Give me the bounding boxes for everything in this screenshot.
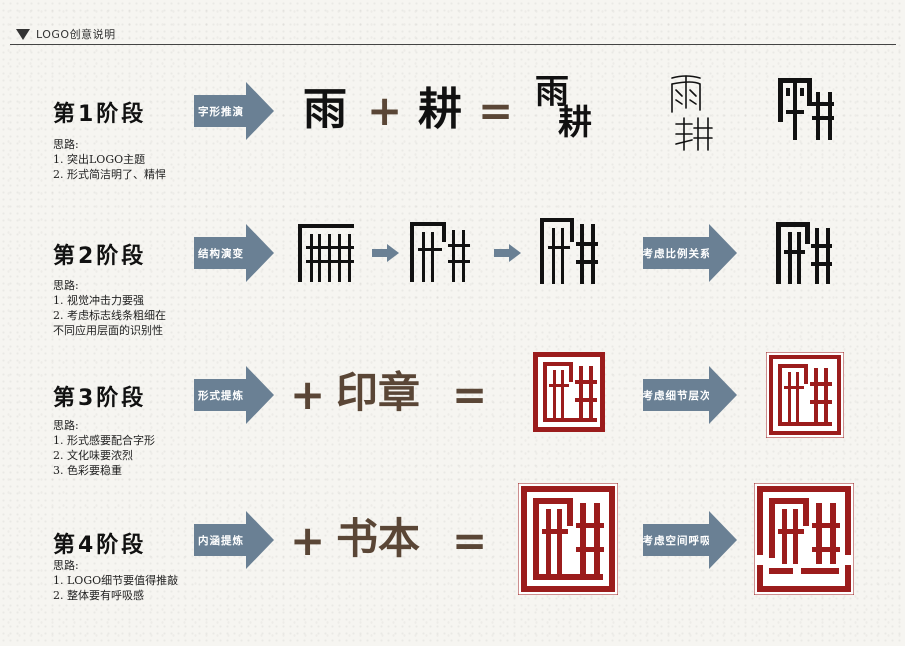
- header-divider: [10, 44, 896, 45]
- section-title: LOGO创意说明: [36, 28, 116, 41]
- calligraphy-logo: [666, 72, 718, 152]
- arrow-right-icon: [246, 511, 274, 569]
- stage-title: 第3阶段: [53, 386, 147, 411]
- char-rain: 雨: [303, 84, 347, 135]
- arrow-right-icon: [246, 224, 274, 282]
- stage-notes: 思路: 1. 突出LOGO主题 2. 形式简洁明了、精悍: [53, 138, 166, 181]
- stage-title: 第2阶段: [53, 244, 147, 269]
- seal-final-logo: [754, 483, 854, 595]
- equals-operator: =: [452, 516, 488, 565]
- arrow-right-icon: [709, 511, 737, 569]
- section-header: LOGO创意说明: [16, 26, 116, 42]
- plus-operator: +: [290, 516, 326, 565]
- arrow-right-icon: [246, 82, 274, 140]
- equals-operator: =: [478, 86, 514, 135]
- char-plow: 耕: [418, 84, 462, 135]
- arrow-right-icon: [372, 244, 400, 262]
- book-text: 书本: [336, 514, 421, 563]
- glyph-evolution-3: [540, 218, 598, 284]
- seal-text: 印章: [336, 368, 421, 417]
- process-arrow: 考虑比例关系: [643, 224, 737, 282]
- arrow-right-icon: [494, 244, 522, 262]
- seal-logo: [533, 352, 605, 432]
- process-arrow: 形式提炼: [194, 366, 274, 424]
- process-arrow: 考虑空间呼吸: [643, 511, 737, 569]
- combined-glyph-logo: [778, 78, 834, 140]
- stage-title: 第4阶段: [53, 533, 147, 558]
- process-arrow: 考虑细节层次: [643, 366, 737, 424]
- arrow-right-icon: [246, 366, 274, 424]
- plus-operator: +: [290, 370, 326, 419]
- glyph-evolution-2: [410, 222, 470, 282]
- stage-notes: 思路: 1. LOGO细节要值得推敲 2. 整体要有呼吸感: [53, 559, 179, 602]
- seal-logo-refined: [766, 352, 844, 438]
- seal-book-logo: [518, 483, 618, 595]
- process-arrow: 字形推演: [194, 82, 274, 140]
- glyph-evolution-1: [298, 224, 354, 282]
- triangle-down-icon: [16, 28, 30, 40]
- stage-notes: 思路: 1. 形式感要配合字形 2. 文化味要浓烈 3. 色彩要稳重: [53, 419, 155, 477]
- plus-operator: +: [367, 86, 403, 135]
- stage-title: 第1阶段: [53, 102, 147, 127]
- equals-operator: =: [452, 370, 488, 419]
- glyph-final-black: [776, 222, 832, 284]
- arrow-right-icon: [709, 366, 737, 424]
- arrow-right-icon: [709, 224, 737, 282]
- process-arrow: 结构演变: [194, 224, 274, 282]
- stage-notes: 思路: 1. 视觉冲击力要强 2. 考虑标志线条粗细在 不同应用层面的识别性: [53, 279, 166, 337]
- process-arrow: 内涵提炼: [194, 511, 274, 569]
